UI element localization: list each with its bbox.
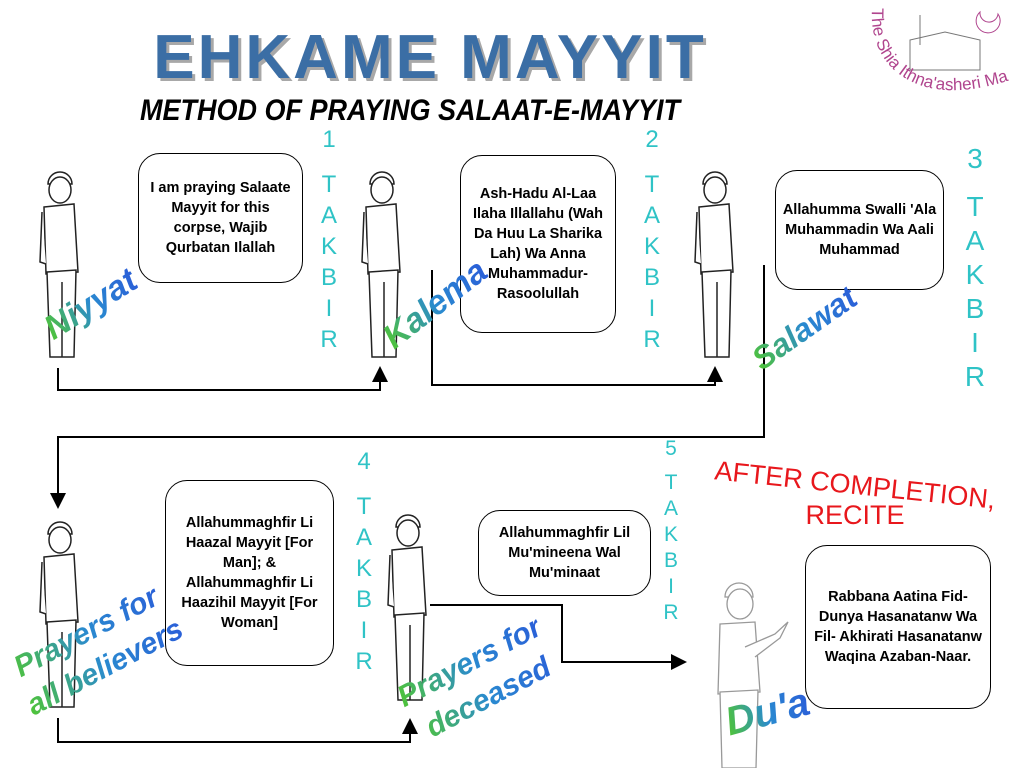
madressa-logo: The Shia Ithna'asheri Madressa <box>860 0 1024 130</box>
connector-5-dua <box>430 604 687 670</box>
speech-bubble-niyyat: I am praying Salaate Mayyit for this cor… <box>138 153 303 283</box>
standing-person-icon <box>39 521 79 708</box>
speech-bubble-kalema: Ash-Hadu Al-Laa Ilaha Illallahu (Wah Da … <box>460 155 616 333</box>
speech-bubble-salawat: Allahumma Swalli 'Ala Muhammadin Wa Aali… <box>775 170 944 290</box>
standing-person-icon <box>39 171 79 358</box>
takbir-number: 5 <box>665 437 677 460</box>
after-completion-heading: AFTER COMPLETION, RECITE <box>713 455 997 530</box>
takbir-number: 1 <box>322 126 336 153</box>
connector-2-3 <box>431 270 723 386</box>
standing-person-icon <box>387 514 427 701</box>
connector-1-2 <box>57 366 388 391</box>
connector-3-4 <box>50 265 765 509</box>
logo-emblem-icon: The Shia Ithna'asheri Madressa <box>860 0 1011 94</box>
standing-person-icon <box>361 171 401 358</box>
standing-person-icon <box>694 171 734 358</box>
speech-bubble-prayers-deceased: Allahummaghfir Lil Mu'mineena Wal Mu'min… <box>478 510 651 596</box>
praying-dua-person-icon <box>717 582 789 768</box>
page-title: EHKAME MAYYIT <box>153 23 707 92</box>
takbir-number: 3 <box>967 143 983 174</box>
speech-bubble-dua: Rabbana Aatina Fid-Dunya Hasanatanw Wa F… <box>805 545 991 709</box>
takbir-number: 4 <box>357 448 371 475</box>
speech-bubble-prayers-believers: Allahummaghfir Li Haazal Mayyit [For Man… <box>165 480 334 666</box>
page-subtitle: METHOD OF PRAYING SALAAT-E-MAYYIT <box>140 94 680 127</box>
takbir-number: 2 <box>645 126 659 153</box>
connector-4-5 <box>57 718 418 743</box>
